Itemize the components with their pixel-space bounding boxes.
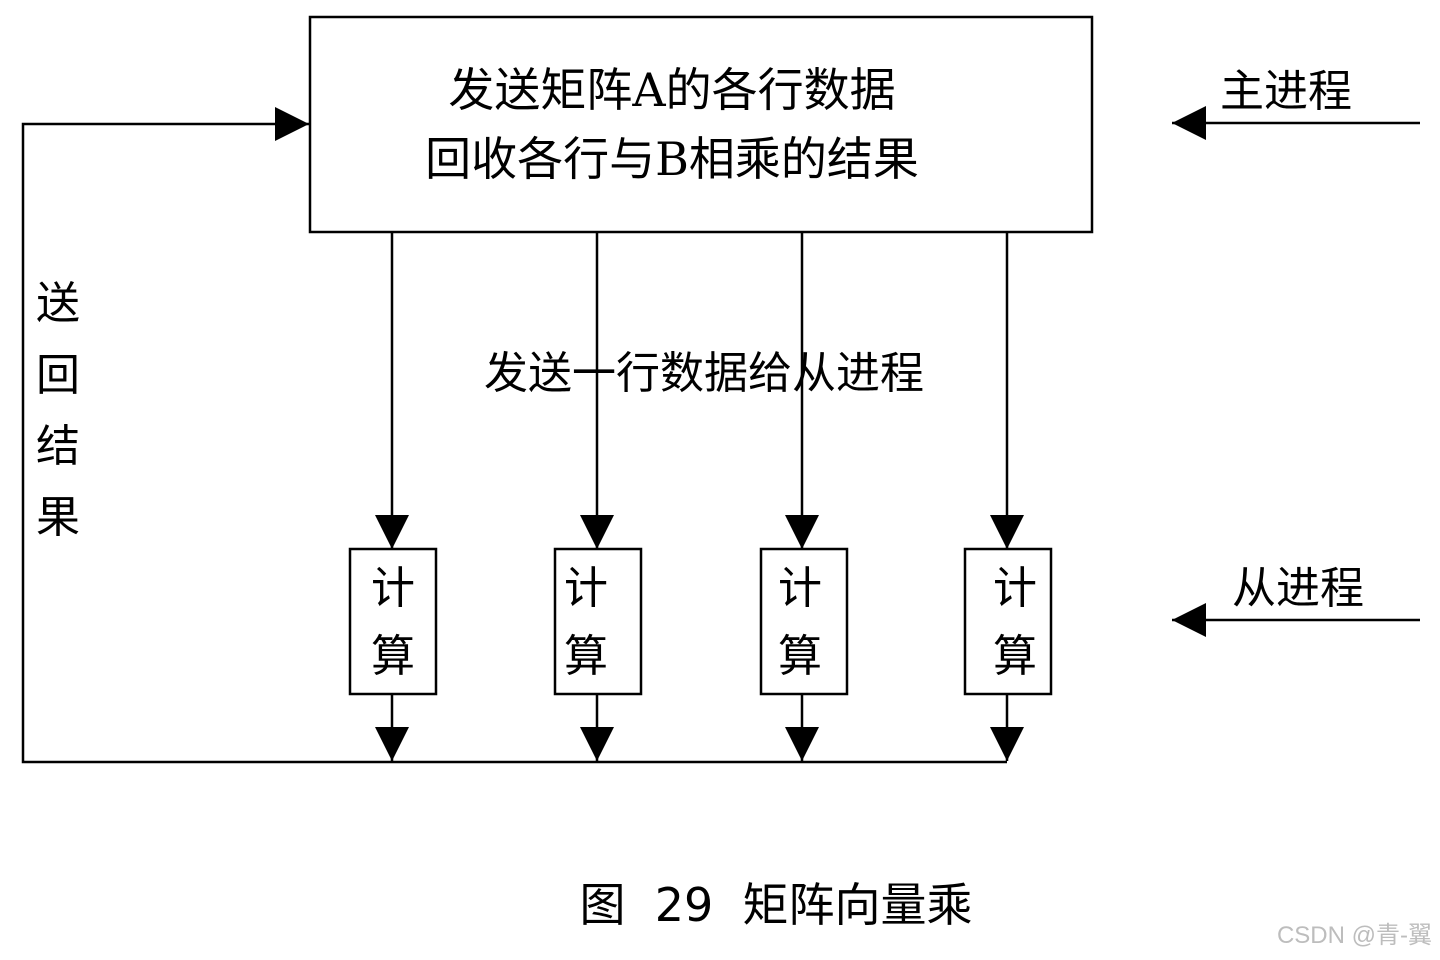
compute-box-1: 计 算 xyxy=(348,547,438,696)
master-box-line1: 发送矩阵A的各行数据 xyxy=(448,63,895,117)
compute-box-line2: 算 xyxy=(993,631,1037,682)
compute-box-line2: 算 xyxy=(371,631,415,682)
compute-box-line2: 算 xyxy=(564,631,608,682)
compute-box-3: 计 算 xyxy=(759,547,849,696)
compute-box-line1: 计 xyxy=(993,563,1037,614)
compute-box-line2: 算 xyxy=(778,631,822,682)
master-box-line2: 回收各行与B相乘的结果 xyxy=(425,132,919,186)
result-return-path xyxy=(21,107,1007,764)
compute-box-2: 计 算 xyxy=(553,547,643,696)
send-back-char-3: 结 xyxy=(36,421,80,472)
send-back-char-1: 送 xyxy=(36,278,80,329)
send-row-label: 发送一行数据给从进程 xyxy=(484,348,924,399)
master-process-label: 主进程 xyxy=(1220,66,1352,117)
send-back-char-2: 回 xyxy=(36,350,80,401)
master-process-box xyxy=(308,15,1094,234)
watermark-text: CSDN @青-翼 xyxy=(1277,922,1432,949)
compute-box-line1: 计 xyxy=(371,563,415,614)
figure-caption: 图 29 矩阵向量乘 xyxy=(579,878,972,932)
slave-process-label: 从进程 xyxy=(1232,563,1364,614)
compute-box-line1: 计 xyxy=(778,563,822,614)
send-back-char-4: 果 xyxy=(36,492,80,543)
compute-box-4: 计 算 xyxy=(963,547,1053,696)
compute-box-line1: 计 xyxy=(564,563,608,614)
